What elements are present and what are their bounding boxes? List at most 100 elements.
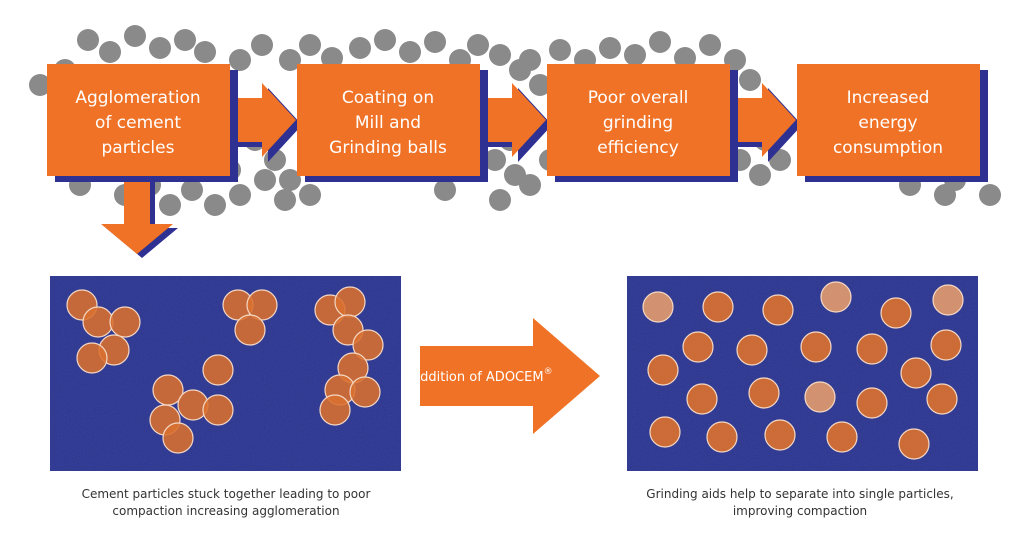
grey-particle (321, 47, 343, 69)
caption-line: Cement particles stuck together leading … (81, 487, 371, 501)
grey-particle (299, 184, 321, 206)
process-step-box: Agglomeration of cement particles (47, 64, 238, 182)
cement-particle (234, 314, 266, 346)
step-label-line: Increased (847, 88, 930, 108)
grey-particle (254, 169, 276, 191)
cement-particle (76, 342, 108, 374)
cement-particle (932, 284, 964, 316)
flow-arrow-3 (732, 83, 796, 157)
step-label-line: consumption (833, 138, 943, 158)
grey-particle (124, 25, 146, 47)
grey-particle (349, 37, 371, 59)
grey-particle (374, 29, 396, 51)
grey-particle (699, 34, 721, 56)
grey-particle (424, 31, 446, 53)
cement-particle (649, 416, 681, 448)
flow-arrow-1 (232, 83, 296, 157)
cement-particle (856, 333, 888, 365)
step-label-line: Poor overall (588, 88, 689, 108)
transition-label: Addition of ADOCEM® (411, 367, 552, 385)
flow-arrow-2 (482, 83, 546, 157)
cement-particle (930, 329, 962, 361)
grey-particle (159, 194, 181, 216)
cement-particle (706, 421, 738, 453)
cement-particle (647, 354, 679, 386)
cement-particle (682, 331, 714, 363)
cement-particle (748, 377, 780, 409)
grey-particle (934, 184, 956, 206)
cement-particle (352, 329, 384, 361)
cement-particle (246, 289, 278, 321)
grey-particle (77, 29, 99, 51)
cement-particle (349, 376, 381, 408)
cement-particle (826, 421, 858, 453)
cement-particle (736, 334, 768, 366)
cement-particle (800, 331, 832, 363)
grey-particle (489, 44, 511, 66)
cement-particle (900, 357, 932, 389)
grey-particle (274, 189, 296, 211)
step-label-line: grinding (603, 113, 673, 133)
grey-particle (739, 69, 761, 91)
grey-particle (399, 41, 421, 63)
grey-particle (279, 169, 301, 191)
grey-particle (434, 179, 456, 201)
transition-arrow: Addition of ADOCEM® (411, 318, 600, 434)
step-label-line: Agglomeration (75, 88, 200, 108)
grey-particle (519, 174, 541, 196)
process-step-box: Increased energy consumption (797, 64, 988, 182)
step-label-line: energy (858, 113, 917, 133)
cement-particle (642, 291, 674, 323)
step-label-line: Mill and (355, 113, 421, 133)
cement-particle (856, 387, 888, 419)
caption-line: Grinding aids help to separate into sing… (646, 487, 954, 501)
cement-particle (82, 306, 114, 338)
grey-particle (519, 49, 541, 71)
grey-particle (174, 29, 196, 51)
cement-particle (702, 291, 734, 323)
step-label-line: particles (102, 138, 175, 158)
grey-particle (674, 47, 696, 69)
grey-particle (467, 34, 489, 56)
step-label-line: Grinding balls (329, 138, 447, 158)
grey-particle (549, 39, 571, 61)
grey-particle (299, 34, 321, 56)
cement-particle (804, 381, 836, 413)
cement-particle (202, 354, 234, 386)
cement-particle (334, 286, 366, 318)
flow-arrows (101, 83, 802, 258)
process-step-box: Coating on Mill and Grinding balls (297, 64, 488, 182)
cement-particle (319, 394, 351, 426)
grey-particle (29, 74, 51, 96)
after-caption: Grinding aids help to separate into sing… (630, 486, 970, 520)
step-label-line: efficiency (597, 138, 679, 158)
registered-mark: ® (544, 367, 553, 377)
cement-particle (109, 306, 141, 338)
grey-particle (149, 37, 171, 59)
agglomerated-particles-panel (50, 276, 401, 471)
cement-particle (820, 281, 852, 313)
grey-particle (229, 184, 251, 206)
grey-particle (251, 34, 273, 56)
dispersed-particles-panel (627, 276, 978, 471)
grey-particle (979, 184, 1001, 206)
grey-particle (229, 49, 251, 71)
grey-particle (749, 164, 771, 186)
step-label-line: Coating on (342, 88, 434, 108)
grey-particle (489, 189, 511, 211)
grey-particle (624, 44, 646, 66)
cement-particle (898, 428, 930, 460)
grey-particle (194, 41, 216, 63)
grey-particle (529, 74, 551, 96)
cement-particle (926, 383, 958, 415)
cement-particle (762, 294, 794, 326)
grey-particle (279, 49, 301, 71)
grey-particle (204, 194, 226, 216)
cement-particle (764, 419, 796, 451)
step-label-line: of cement (95, 113, 181, 133)
caption-line: compaction increasing agglomeration (112, 504, 340, 518)
cement-particle (686, 383, 718, 415)
cement-particle (880, 297, 912, 329)
caption-line: improving compaction (732, 504, 868, 518)
